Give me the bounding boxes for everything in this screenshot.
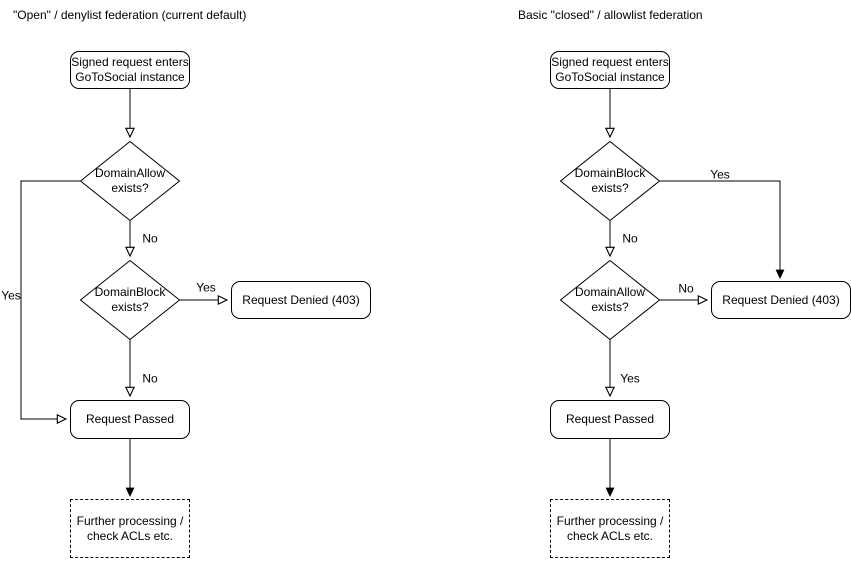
- left-decision-domainblock: DomainBlock exists?: [80, 260, 180, 340]
- right-label-block-yes: Yes: [710, 167, 730, 182]
- right-decision-domainallow-label: DomainAllow exists?: [574, 285, 646, 314]
- right-denied-node: Request Denied (403): [711, 281, 851, 319]
- left-label-allow-no: No: [142, 231, 158, 246]
- left-decision-domainallow: DomainAllow exists?: [80, 141, 180, 221]
- right-edge-block-yes-to-denied: [660, 180, 780, 278]
- left-start-node: Signed request enters GoToSocial instanc…: [70, 51, 190, 89]
- right-label-allow-no: No: [678, 281, 694, 296]
- right-decision-domainblock: DomainBlock exists?: [560, 141, 660, 221]
- left-decision-domainallow-label: DomainAllow exists?: [94, 166, 166, 195]
- left-edge-allow-yes-to-passed: [20, 180, 80, 419]
- right-decision-domainblock-label: DomainBlock exists?: [574, 166, 646, 195]
- right-decision-domainallow: DomainAllow exists?: [560, 260, 660, 340]
- right-label-block-no: No: [622, 231, 638, 246]
- left-decision-domainblock-label: DomainBlock exists?: [94, 285, 166, 314]
- left-denied-node: Request Denied (403): [231, 281, 371, 319]
- left-label-allow-yes: Yes: [1, 288, 21, 303]
- right-chart-title: Basic "closed" / allowlist federation: [518, 8, 703, 22]
- right-label-allow-yes: Yes: [620, 371, 640, 386]
- right-further-node: Further processing / check ACLs etc.: [550, 499, 670, 558]
- left-chart-title: "Open" / denylist federation (current de…: [13, 8, 247, 22]
- diamond-shape: [80, 260, 180, 340]
- left-passed-node: Request Passed: [70, 400, 190, 439]
- left-label-block-no: No: [142, 371, 158, 386]
- left-label-block-yes: Yes: [196, 280, 216, 295]
- left-further-node: Further processing / check ACLs etc.: [70, 499, 190, 558]
- diamond-shape: [560, 141, 660, 221]
- diamond-shape: [80, 141, 180, 221]
- right-passed-node: Request Passed: [550, 400, 670, 439]
- right-start-node: Signed request enters GoToSocial instanc…: [550, 51, 670, 89]
- diamond-shape: [560, 260, 660, 340]
